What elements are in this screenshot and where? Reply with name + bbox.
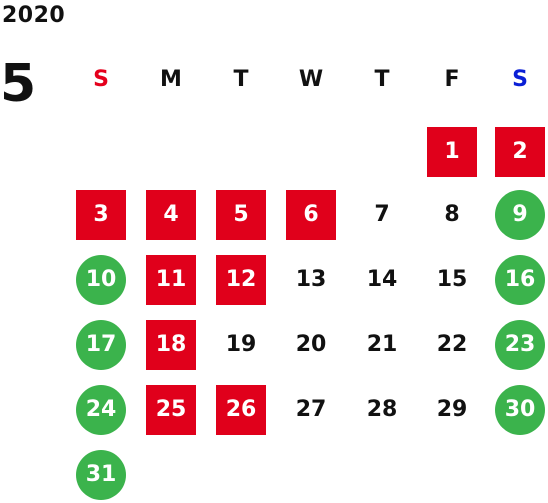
day-cell-2[interactable]: 2 — [495, 127, 545, 177]
day-cell-22[interactable]: 22 — [436, 332, 468, 357]
day-cell-25[interactable]: 25 — [146, 385, 196, 435]
day-cell-16[interactable]: 16 — [495, 255, 545, 305]
day-cell-6[interactable]: 6 — [286, 190, 336, 240]
day-cell-13[interactable]: 13 — [295, 267, 327, 292]
day-cell-10[interactable]: 10 — [76, 255, 126, 305]
weekday-header-tue: T — [233, 67, 249, 92]
day-cell-15[interactable]: 15 — [436, 267, 468, 292]
day-cell-12[interactable]: 12 — [216, 255, 266, 305]
day-cell-31[interactable]: 31 — [76, 450, 126, 500]
weekday-header-sun: S — [93, 67, 109, 92]
day-cell-23[interactable]: 23 — [495, 320, 545, 370]
day-cell-24[interactable]: 24 — [76, 385, 126, 435]
day-cell-14[interactable]: 14 — [366, 267, 398, 292]
day-cell-11[interactable]: 11 — [146, 255, 196, 305]
day-cell-8[interactable]: 8 — [444, 202, 460, 227]
day-cell-21[interactable]: 21 — [366, 332, 398, 357]
day-cell-18[interactable]: 18 — [146, 320, 196, 370]
day-cell-19[interactable]: 19 — [225, 332, 257, 357]
weekday-header-fri: F — [444, 67, 460, 92]
weekday-header-wed: W — [298, 67, 324, 92]
day-cell-1[interactable]: 1 — [427, 127, 477, 177]
day-cell-4[interactable]: 4 — [146, 190, 196, 240]
day-cell-5[interactable]: 5 — [216, 190, 266, 240]
month-label: 5 — [0, 54, 37, 114]
day-cell-7[interactable]: 7 — [374, 202, 390, 227]
day-cell-9[interactable]: 9 — [495, 190, 545, 240]
year-label: 2020 — [2, 3, 66, 28]
day-cell-27[interactable]: 27 — [295, 397, 327, 422]
day-cell-26[interactable]: 26 — [216, 385, 266, 435]
day-cell-3[interactable]: 3 — [76, 190, 126, 240]
weekday-header-thu: T — [374, 67, 390, 92]
day-cell-30[interactable]: 30 — [495, 385, 545, 435]
day-cell-20[interactable]: 20 — [295, 332, 327, 357]
weekday-header-sat: S — [512, 67, 528, 92]
day-cell-28[interactable]: 28 — [366, 397, 398, 422]
day-cell-29[interactable]: 29 — [436, 397, 468, 422]
day-cell-17[interactable]: 17 — [76, 320, 126, 370]
weekday-header-mon: M — [160, 67, 182, 92]
